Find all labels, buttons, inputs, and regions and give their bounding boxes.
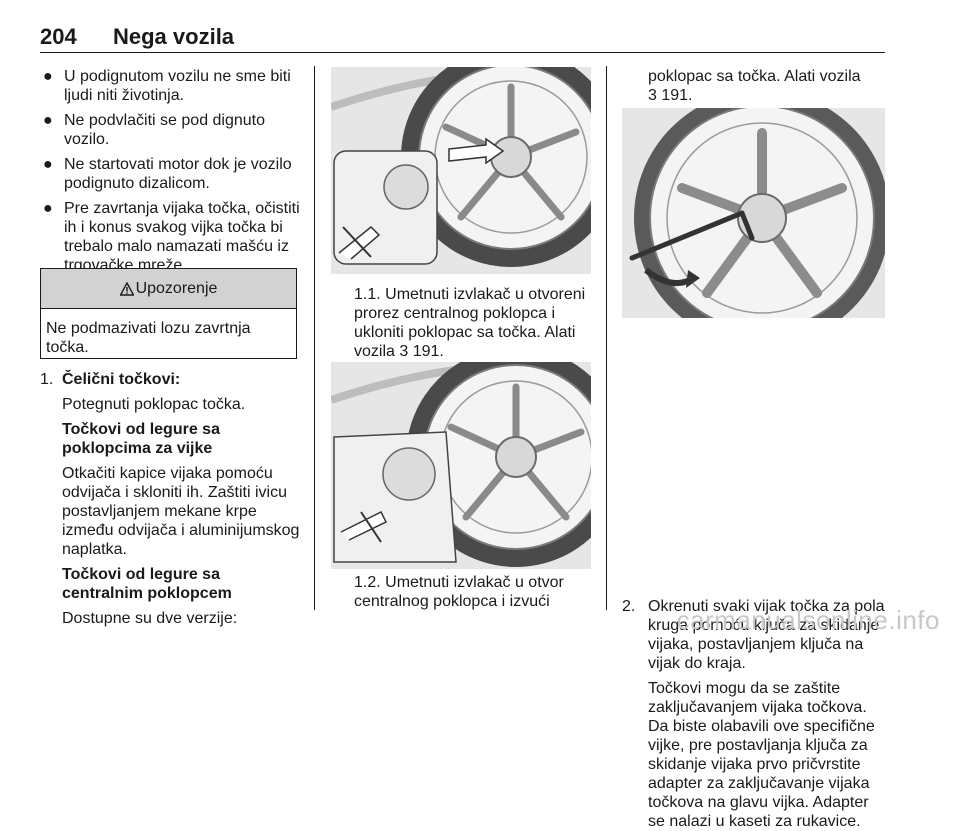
- safety-bullet-list: ●U podignutom vozilu ne sme biti ljudi n…: [40, 67, 302, 281]
- page-title: Nega vozila: [113, 24, 235, 49]
- column-divider-right: [606, 66, 607, 610]
- subheading: Točkovi od legure sa poklopcima za vijke: [62, 421, 220, 457]
- wheel-wrench-illustration: [622, 108, 885, 318]
- step-number: 2.: [622, 598, 636, 615]
- figure-caption-2: 1.2. Umetnuti izvlakač u otvor centralno…: [354, 574, 564, 610]
- header-rule: [40, 52, 885, 53]
- page-number: 204: [40, 24, 77, 49]
- wheel-cover-removal-illustration-2: [331, 362, 591, 569]
- wheel-cover-removal-illustration-1: [331, 67, 591, 274]
- step-text: Otkačiti kapice vijaka pomoću odvijača i…: [62, 465, 300, 558]
- warning-box: Upozorenje Ne podmazivati lozu zavrtnja …: [40, 268, 297, 359]
- subheading: Točkovi od legure sa centralnim poklopce…: [62, 566, 232, 602]
- step-number: 1.: [40, 371, 54, 388]
- step-heading: Čelični točkovi:: [62, 371, 181, 388]
- list-item: ●Pre zavrtanja vijaka točka, očistiti ih…: [43, 200, 300, 274]
- step-1: 1. Čelični točkovi: Potegnuti poklopac t…: [40, 370, 302, 628]
- list-item: ●Ne podvlačiti se pod dignuto vozilo.: [43, 112, 266, 148]
- step-text: Potegnuti poklopac točka.: [62, 396, 246, 413]
- figure-caption-1: 1.1. Umetnuti izvlakač u otvoreni prorez…: [354, 286, 586, 360]
- warning-header: Upozorenje: [41, 269, 296, 309]
- list-item: ●Ne startovati motor dok je vozilo podig…: [43, 156, 292, 192]
- reference-arrow-icon: 3 191.: [399, 343, 444, 360]
- reference-arrow-icon: 3 191.: [648, 87, 693, 104]
- warning-title: Upozorenje: [135, 279, 218, 297]
- list-item: ●U podignutom vozilu ne sme biti ljudi n…: [43, 68, 291, 104]
- column-divider-left: [314, 66, 315, 610]
- caption-continuation: poklopac sa točka. Alati vozila 3 191.: [648, 67, 888, 105]
- watermark: carmanualsonline.info: [676, 605, 940, 635]
- warning-icon: [118, 281, 135, 296]
- step-text: Točkovi mogu da se zaštite zaključavanje…: [648, 680, 875, 830]
- warning-text: Ne podmazivati lozu zavrtnja točka.: [46, 320, 251, 356]
- step-text: Dostupne su dve verzije:: [62, 610, 238, 627]
